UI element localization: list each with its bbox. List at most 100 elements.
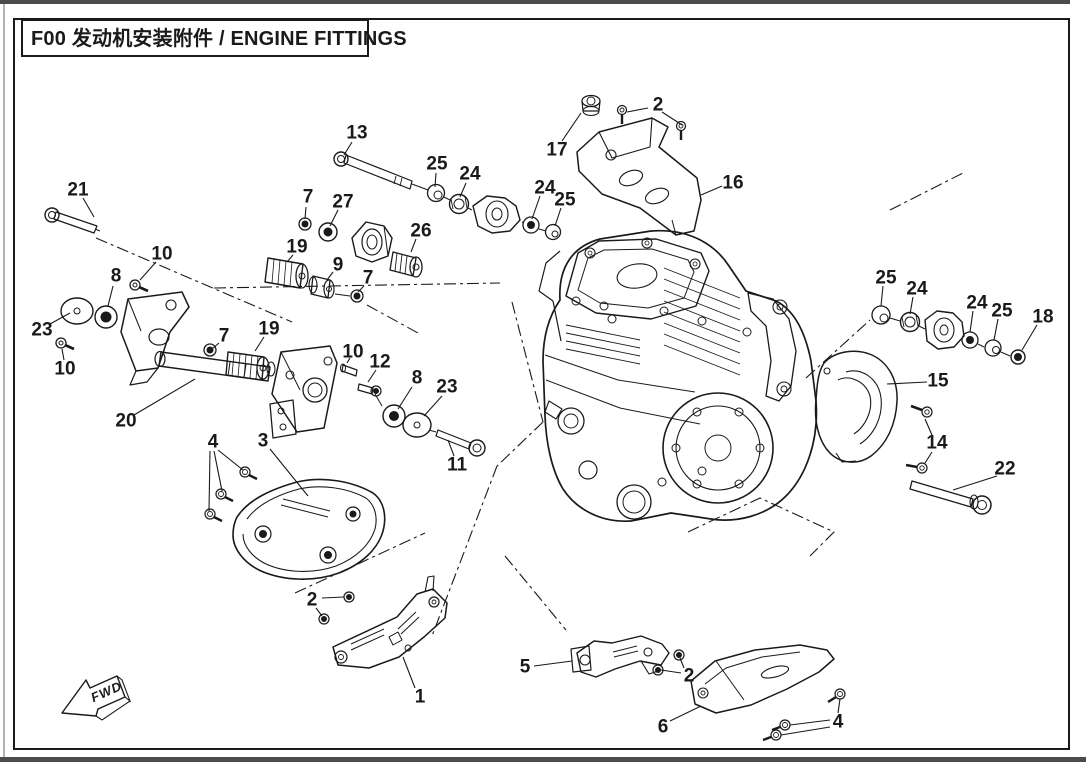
part-washer-25-a — [426, 183, 446, 203]
callout-2: 2 — [307, 590, 345, 617]
callout-number: 7 — [363, 268, 374, 289]
part-left-mount-bracket — [120, 291, 190, 386]
leader-line — [924, 451, 933, 464]
fwd-label: FWD — [88, 678, 124, 705]
leader-line — [315, 607, 323, 617]
part-washer-23-left — [60, 297, 94, 325]
leader-line — [139, 261, 157, 281]
callout-number: 25 — [991, 301, 1013, 322]
leader-line — [924, 418, 933, 436]
part-side-cover-15 — [814, 350, 898, 463]
leader-line — [269, 448, 309, 497]
leader-line — [660, 669, 682, 674]
part-bushing-9 — [308, 275, 335, 299]
callout-number: 2 — [684, 666, 695, 687]
part-washer-25-c — [871, 305, 891, 325]
part-bushing-19-lower — [225, 351, 276, 381]
leader-line — [531, 195, 541, 220]
callout-25: 25 — [426, 154, 448, 188]
callout-14: 14 — [924, 418, 948, 464]
part-bolt-13 — [333, 151, 413, 190]
callout-number: 11 — [447, 455, 468, 476]
leader-line — [679, 657, 685, 669]
title-block: F00 发动机安装附件 / ENGINE FITTINGS — [21, 19, 407, 57]
callout-23: 23 — [423, 377, 458, 417]
callout-number: 24 — [966, 293, 988, 314]
part-phantom-lines — [95, 172, 964, 637]
part-bolt-2-top-b — [675, 120, 687, 140]
callout-19: 19 — [286, 237, 308, 263]
leader-line — [880, 285, 884, 307]
part-washer-24-b — [522, 216, 540, 234]
callout-number: 4 — [833, 712, 844, 733]
callout-number: 25 — [875, 268, 897, 289]
callout-24: 24 — [906, 279, 928, 315]
callout-number: 24 — [906, 279, 928, 300]
part-splined-plug-26 — [389, 251, 423, 278]
part-bolt-4-top-c — [204, 508, 223, 523]
callout-number: 25 — [426, 154, 448, 175]
part-washer-25-b — [544, 223, 562, 241]
callout-24: 24 — [459, 164, 481, 198]
callout-16: 16 — [700, 173, 744, 196]
leader-line — [326, 271, 334, 281]
callout-number: 8 — [111, 266, 122, 287]
callout-number: 19 — [258, 319, 279, 340]
part-lower-plate-bracket — [269, 399, 297, 439]
part-rubber-mount-right — [924, 310, 965, 350]
leader-line — [213, 450, 223, 492]
leader-line — [434, 172, 437, 188]
callout-25: 25 — [554, 190, 576, 227]
callout-20: 20 — [115, 378, 196, 432]
leader-line — [459, 182, 467, 198]
part-nut-7-shaft — [203, 343, 217, 357]
callout-number: 16 — [722, 173, 743, 194]
callout-13: 13 — [343, 123, 368, 156]
callout-number: 4 — [208, 432, 219, 453]
callout-number: 3 — [258, 431, 269, 452]
leader-line — [700, 185, 723, 196]
part-bolt-10-upper — [129, 279, 149, 293]
leader-line — [837, 698, 841, 714]
part-bolt-14-a — [910, 404, 933, 418]
callout-18: 18 — [1021, 307, 1054, 351]
part-bolt-2-top-a — [616, 104, 628, 124]
callout-number: 19 — [286, 237, 307, 258]
leader-line — [993, 318, 999, 341]
part-bolt-14-b — [905, 462, 928, 474]
leader-line — [780, 726, 831, 736]
leader-line — [346, 357, 351, 364]
callout-10: 10 — [342, 342, 364, 364]
part-rubber-mount-center — [472, 195, 521, 234]
callout-number: 26 — [410, 221, 431, 242]
callout-4: 4 — [780, 698, 844, 736]
leader-line — [886, 381, 928, 385]
leader-line — [789, 719, 831, 726]
part-washer-24-d — [961, 331, 979, 349]
leader-line — [321, 596, 345, 599]
callout-25: 25 — [991, 301, 1013, 341]
part-pin-12 — [357, 383, 382, 397]
leader-line — [423, 395, 443, 417]
part-bolt-4-bot-c — [762, 729, 782, 742]
callout-number: 9 — [333, 255, 344, 276]
leader-line — [357, 285, 365, 293]
leader-line — [447, 439, 455, 457]
callout-number: 21 — [67, 180, 89, 201]
callout-number: 14 — [926, 433, 948, 454]
callout-number: 1 — [415, 687, 426, 708]
part-nut-24-a — [448, 193, 470, 215]
part-nut-2-mid-a — [343, 591, 355, 603]
part-bolt-10-lower — [55, 337, 75, 351]
callout-number: 10 — [342, 342, 363, 363]
leader-line — [397, 386, 413, 410]
part-nut-2-bot-a — [673, 649, 685, 661]
leader-line — [661, 111, 683, 126]
part-cap-17 — [581, 94, 601, 117]
leader-line — [343, 141, 353, 156]
leader-line — [909, 296, 914, 315]
callout-7: 7 — [211, 326, 229, 350]
callout-number: 15 — [927, 371, 949, 392]
